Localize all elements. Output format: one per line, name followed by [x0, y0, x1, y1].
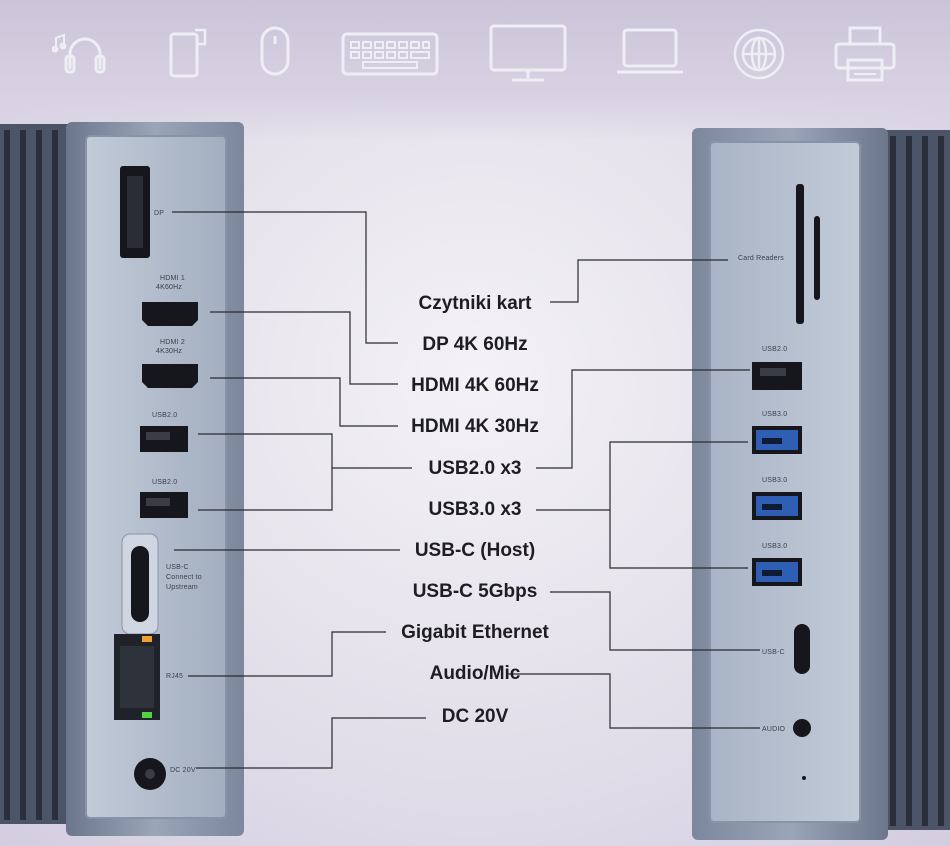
network-globe-icon	[728, 24, 790, 84]
left-label-dc: DC 20V	[170, 767, 196, 774]
label-usb30: USB3.0 x3	[0, 499, 950, 521]
right-label-usb20: USB2.0	[762, 346, 788, 353]
external-drive-icon	[168, 24, 212, 80]
label-hdmi1-text: HDMI 4K 60Hz	[411, 375, 539, 396]
right-label-audio: AUDIO	[762, 726, 786, 733]
label-gigabit-ethernet: Gigabit Ethernet	[0, 622, 950, 644]
label-hdmi2-text: HDMI 4K 30Hz	[411, 416, 539, 437]
right-label-usbc: USB-C	[762, 649, 785, 656]
label-usb20: USB2.0 x3	[0, 458, 950, 480]
left-label-hdmi2-line2: 4K30Hz	[156, 348, 183, 355]
right-label-usb30-c: USB3.0	[762, 543, 788, 550]
label-dp: DP 4K 60Hz	[0, 334, 950, 356]
mouse-icon	[258, 24, 292, 80]
left-label-hdmi1-line2: 4K60Hz	[156, 284, 183, 291]
label-usbc-5gbps-text: USB-C 5Gbps	[412, 581, 538, 602]
label-card-readers: Czytniki kart	[0, 293, 950, 315]
laptop-icon	[615, 24, 685, 80]
left-label-dp: DP	[154, 210, 165, 217]
label-card-readers-text: Czytniki kart	[418, 293, 532, 314]
monitor-icon	[488, 24, 568, 84]
label-usb30-text: USB3.0 x3	[428, 499, 522, 520]
printer-icon	[832, 24, 898, 84]
label-gigabit-ethernet-text: Gigabit Ethernet	[401, 622, 549, 643]
right-label-card-readers: Card Readers	[738, 255, 784, 262]
label-audio-mic-text: Audio/Mic	[429, 663, 521, 684]
label-dp-text: DP 4K 60Hz	[422, 334, 528, 355]
left-label-rj45: RJ45	[166, 673, 184, 680]
label-usb20-text: USB2.0 x3	[428, 458, 522, 479]
left-label-usb-b: USB2.0	[152, 479, 178, 486]
left-label-usbc-line3: Upstream	[166, 584, 198, 591]
left-label-usbc-line2: Connect to	[166, 574, 202, 581]
device-icon-band	[0, 0, 950, 140]
label-audio-mic: Audio/Mic	[0, 663, 950, 685]
keyboard-icon	[340, 24, 440, 80]
right-label-usb30-b: USB3.0	[762, 477, 788, 484]
label-hdmi2: HDMI 4K 30Hz	[0, 416, 950, 438]
label-usbc-5gbps: USB-C 5Gbps	[0, 581, 950, 603]
left-label-usb-a: USB2.0	[152, 412, 178, 419]
label-dc-20v-text: DC 20V	[441, 706, 509, 727]
right-label-usb30-a: USB3.0	[762, 411, 788, 418]
label-dc-20v: DC 20V	[0, 706, 950, 728]
label-usbc-host: USB-C (Host)	[0, 540, 950, 562]
left-label-usbc-line1: USB-C	[166, 564, 189, 571]
label-usbc-host-text: USB-C (Host)	[414, 540, 536, 561]
label-hdmi1: HDMI 4K 60Hz	[0, 375, 950, 397]
headphones-icon	[52, 24, 118, 78]
